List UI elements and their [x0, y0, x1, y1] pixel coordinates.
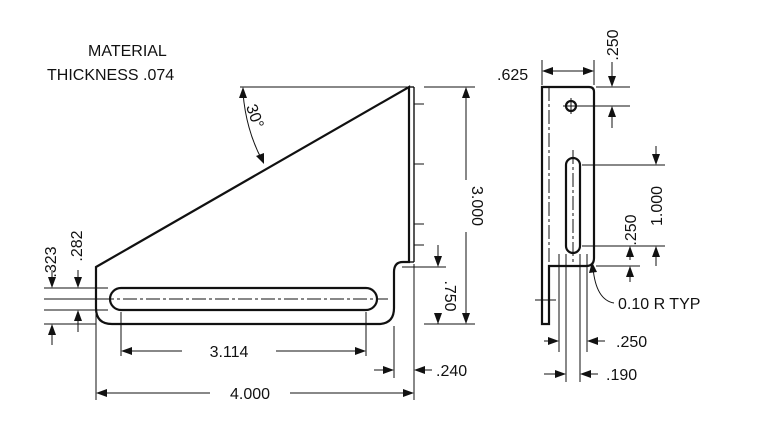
flange-width-label: .625	[497, 67, 528, 84]
height-3000-label: 3.000	[468, 186, 485, 226]
dim-323-label: .323	[43, 246, 60, 277]
side-slot-width-inner-label: .190	[606, 367, 637, 384]
material-note-line2: THICKNESS .074	[47, 67, 174, 84]
flange-gap-label: .240	[436, 363, 467, 380]
flange-plate	[540, 85, 596, 326]
dim-282-label: .282	[69, 230, 86, 261]
material-note-line1: MATERIAL	[88, 43, 167, 60]
angle-label: 30°	[242, 102, 266, 131]
bend-radius-label: 0.10 R TYP	[618, 296, 700, 313]
side-view: .625 .250 1.000 .250 0.10 R TYP	[497, 29, 700, 384]
slot	[108, 286, 379, 312]
side-slot	[564, 156, 582, 255]
height-750-label: .750	[441, 280, 458, 311]
hole-offset-label: .250	[605, 29, 622, 60]
overall-width-label: 4.000	[230, 386, 270, 403]
slot-length-label: 3.114	[210, 344, 249, 361]
front-view: 30° 3.000 .750 .323 .282	[43, 85, 485, 403]
side-slot-offset-label: .250	[623, 214, 640, 245]
bracket-outline	[94, 85, 411, 326]
side-slot-width-outer-label: .250	[616, 334, 647, 351]
side-slot-length-label: 1.000	[649, 186, 666, 226]
